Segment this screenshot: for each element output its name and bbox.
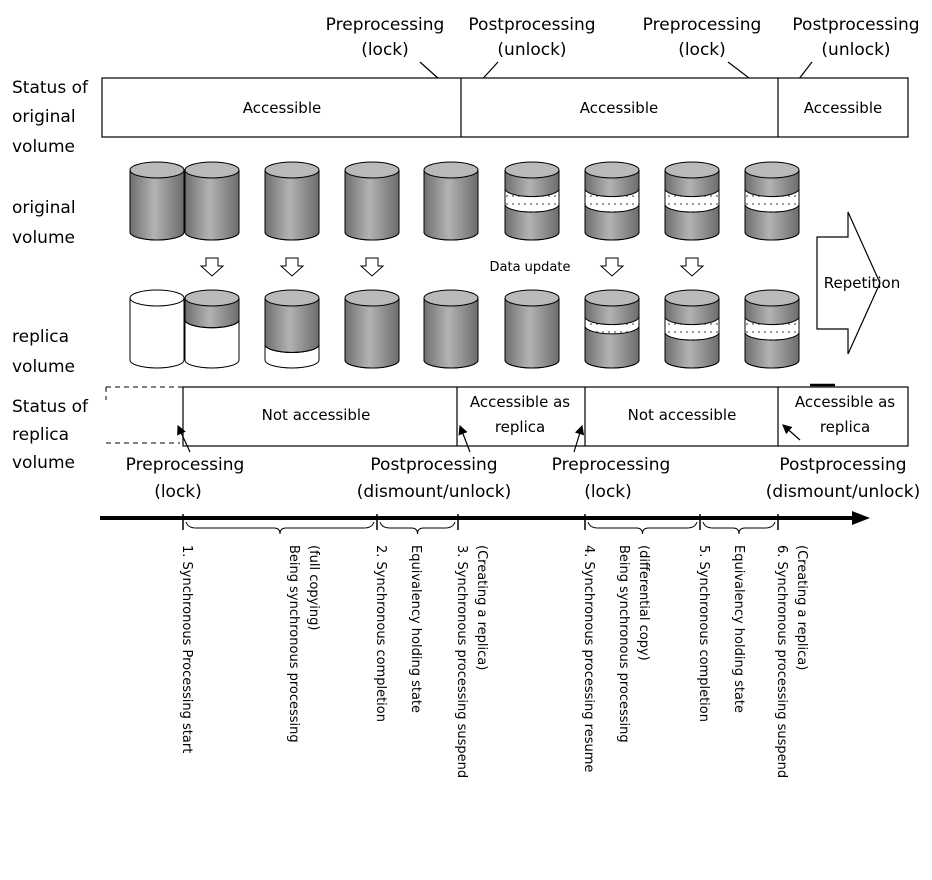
replica-disk — [264, 289, 320, 369]
bottom-preprocessing-1-sub: (lock) — [154, 482, 202, 502]
top-preprocessing-1-sub: (lock) — [361, 40, 409, 60]
replica-status-accessible-2a: Accessible as — [795, 393, 895, 411]
status-original-label-1: Status of — [12, 78, 89, 98]
repetition-label: Repetition — [824, 274, 901, 292]
replica-disk — [584, 289, 640, 369]
replica-volume-label-1: replica — [12, 327, 69, 347]
replica-disk — [129, 289, 185, 369]
replica-status-bar: Not accessible Accessible as replica Not… — [105, 383, 909, 453]
repetition-arrow-shape — [816, 211, 881, 355]
bottom-preprocessing-2-sub: (lock) — [584, 482, 632, 502]
timeline-braces — [185, 521, 776, 535]
status-replica-label-3: volume — [12, 453, 75, 473]
original-disk — [664, 161, 720, 241]
top-preprocessing-1-label: Preprocessing — [326, 15, 445, 35]
timeline-event-label: Equivalency holding state — [408, 545, 423, 713]
timeline-event-labels: 1. Synchronous Processing start Being syn… — [179, 545, 809, 778]
original-status-bar: Accessible Accessible Accessible — [101, 77, 909, 138]
status-original-label-3: volume — [12, 137, 75, 157]
status-original-label-2: original — [12, 107, 76, 127]
replica-disk — [504, 289, 560, 369]
top-postprocessing-2-sub: (unlock) — [821, 40, 890, 60]
timeline-event-label: Equivalency holding state — [731, 545, 746, 713]
original-status-accessible-3: Accessible — [804, 99, 882, 117]
timeline-event-label: (Creating a replica) — [474, 545, 489, 670]
top-postprocessing-2-label: Postprocessing — [792, 15, 919, 35]
replica-volume-label-2: volume — [12, 357, 75, 377]
timeline-event-label: 2. Synchronous completion — [373, 545, 388, 722]
replica-disk — [184, 289, 240, 369]
bottom-preprocessing-1-label: Preprocessing — [126, 455, 245, 475]
bottom-postprocessing-1-label: Postprocessing — [370, 455, 497, 475]
original-disk — [744, 161, 800, 241]
top-preprocessing-2-label: Preprocessing — [643, 15, 762, 35]
replica-disk — [744, 289, 800, 369]
original-volume-label-2: volume — [12, 228, 75, 248]
timeline-brace — [587, 521, 698, 535]
original-volume-label-1: original — [12, 198, 76, 218]
timeline-event-label: 5. Synchronous completion — [696, 545, 711, 722]
replica-status-box — [182, 386, 909, 447]
timeline-event-label: 6. Synchronous processing suspend — [774, 545, 789, 778]
timeline-event-label: 3. Synchronous processing suspend — [454, 545, 469, 778]
replica-status-accessible-2b: replica — [820, 418, 870, 436]
timeline-brace — [379, 521, 456, 535]
replica-disk — [344, 289, 400, 369]
timeline-event-label: (full copying) — [306, 545, 321, 630]
original-status-accessible-1: Accessible — [243, 99, 321, 117]
bottom-postprocessing-1-sub: (dismount/unlock) — [357, 482, 511, 502]
timeline — [100, 511, 870, 535]
timeline-event-label: (differential copy) — [636, 545, 651, 661]
bottom-preprocessing-2-label: Preprocessing — [552, 455, 671, 475]
down-arrow-icon — [199, 257, 225, 277]
original-disk — [504, 161, 560, 241]
pointer-arrow — [573, 424, 585, 453]
down-arrow-icon — [279, 257, 305, 277]
row-labels: Status of original volume original volum… — [12, 78, 89, 473]
replica-disk — [664, 289, 720, 369]
bottom-annotations: Preprocessing (lock) Postprocessing (dis… — [126, 455, 921, 502]
down-arrow-icon — [599, 257, 625, 277]
status-replica-label-1: Status of — [12, 397, 89, 417]
replica-status-not-accessible-1: Not accessible — [262, 406, 371, 424]
timeline-event-label: Being synchronous processing — [286, 545, 301, 743]
timeline-event-label: (Creating a replica) — [794, 545, 809, 670]
bottom-postprocessing-2-label: Postprocessing — [779, 455, 906, 475]
pointer-arrow — [782, 424, 801, 441]
timeline-brace — [185, 521, 375, 535]
replica-status-not-accessible-2: Not accessible — [628, 406, 737, 424]
pointer-arrow — [177, 424, 191, 453]
replica-status-accessible-1b: replica — [495, 418, 545, 436]
bottom-postprocessing-2-sub: (dismount/unlock) — [766, 482, 920, 502]
original-disk — [423, 161, 479, 241]
original-disk — [344, 161, 400, 241]
timeline-arrowhead — [852, 511, 870, 525]
timeline-event-label: 1. Synchronous Processing start — [179, 545, 194, 753]
repetition-arrow: Repetition — [816, 211, 901, 355]
top-preprocessing-2-sub: (lock) — [678, 40, 726, 60]
original-disk — [584, 161, 640, 241]
copy-arrows — [199, 257, 705, 277]
top-postprocessing-1-sub: (unlock) — [497, 40, 566, 60]
original-disk — [264, 161, 320, 241]
down-arrow-icon — [359, 257, 385, 277]
replica-status-accessible-1a: Accessible as — [470, 393, 570, 411]
top-postprocessing-1-label: Postprocessing — [468, 15, 595, 35]
original-volume-disks — [129, 161, 800, 241]
original-disk — [184, 161, 240, 241]
data-update-label: Data update — [490, 260, 571, 275]
replica-volume-disks — [129, 289, 800, 369]
original-status-box — [101, 77, 909, 138]
pointer-arrow — [458, 424, 471, 453]
timeline-ticks — [182, 514, 779, 530]
down-arrow-icon — [679, 257, 705, 277]
original-status-accessible-2: Accessible — [580, 99, 658, 117]
original-disk — [129, 161, 185, 241]
replica-disk — [423, 289, 479, 369]
timeline-event-label: Being synchronous processing — [616, 545, 631, 743]
timeline-event-label: 4. Synchronous processing resume — [581, 545, 596, 772]
timeline-brace — [702, 521, 776, 535]
status-replica-label-2: replica — [12, 425, 69, 445]
